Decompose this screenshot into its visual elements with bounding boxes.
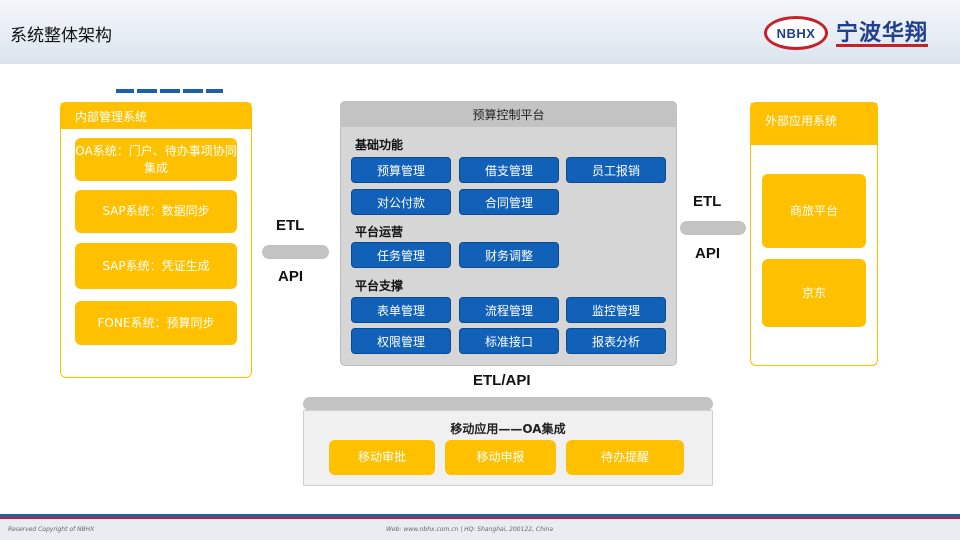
mobile-item-approval[interactable]: 移动审批 [329,440,435,475]
accent-segment [116,89,134,93]
external-item-travel[interactable]: 商旅平台 [762,174,866,248]
btn-monitor-management[interactable]: 监控管理 [566,297,666,323]
internal-item-oa[interactable]: OA系统：门户、待办事项协同集成 [75,138,237,181]
mobile-item-declaration[interactable]: 移动申报 [445,440,556,475]
btn-loan-management[interactable]: 借支管理 [459,157,559,183]
mobile-apps-title: 移动应用——OA集成 [450,422,566,436]
right-connector [680,221,746,235]
bottom-etl-api-label: ETL/API [473,372,531,389]
section-label-support: 平台支撑 [355,279,404,293]
btn-contract-management[interactable]: 合同管理 [459,189,559,215]
company-name: 宁波华翔 [836,21,929,46]
external-systems-title: 外部应用系统 [751,103,877,145]
btn-financial-adjustment[interactable]: 财务调整 [459,242,559,268]
internal-systems-title: 内部管理系统 [61,103,251,129]
page-title: 系统整体架构 [10,26,112,46]
btn-permission-management[interactable]: 权限管理 [351,328,451,354]
left-api-label: API [278,268,304,285]
right-etl-label: ETL [693,193,722,210]
footer-copyright: Reserved Copyright of NBHX [8,526,95,533]
btn-workflow-management[interactable]: 流程管理 [459,297,559,323]
section-label-basic: 基础功能 [355,138,404,152]
btn-task-management[interactable]: 任务管理 [351,242,451,268]
internal-item-sap-voucher[interactable]: SAP系统：凭证生成 [75,243,237,289]
budget-platform-title: 预算控制平台 [340,101,677,127]
internal-item-sap-sync[interactable]: SAP系统：数据同步 [75,190,237,233]
btn-corporate-payment[interactable]: 对公付款 [351,189,451,215]
right-api-label: API [695,245,721,262]
logo-underline [836,44,928,47]
accent-segment [160,89,180,93]
btn-budget-management[interactable]: 预算管理 [351,157,451,183]
accent-segment [206,89,223,93]
company-logo-icon: NBHX [764,16,828,50]
accent-segment [183,89,203,93]
internal-item-fone[interactable]: FONE系统：预算同步 [75,301,237,345]
left-connector [262,245,329,259]
btn-form-management[interactable]: 表单管理 [351,297,451,323]
external-item-jd[interactable]: 京东 [762,259,866,327]
bottom-connector [303,397,713,411]
left-etl-label: ETL [276,217,305,234]
btn-standard-interface[interactable]: 标准接口 [459,328,559,354]
footer-line-blue [0,514,960,517]
mobile-item-reminder[interactable]: 待办提醒 [566,440,684,475]
accent-segment [137,89,157,93]
btn-report-analysis[interactable]: 报表分析 [566,328,666,354]
footer-line-red [0,517,960,519]
section-label-operations: 平台运营 [355,225,404,239]
footer-bar [0,519,960,540]
btn-employee-reimbursement[interactable]: 员工报销 [566,157,666,183]
footer-contact: Web: www.nbhx.com.cn | HQ: Shanghai, 200… [386,526,554,533]
logo-abbr: NBHX [776,25,816,41]
